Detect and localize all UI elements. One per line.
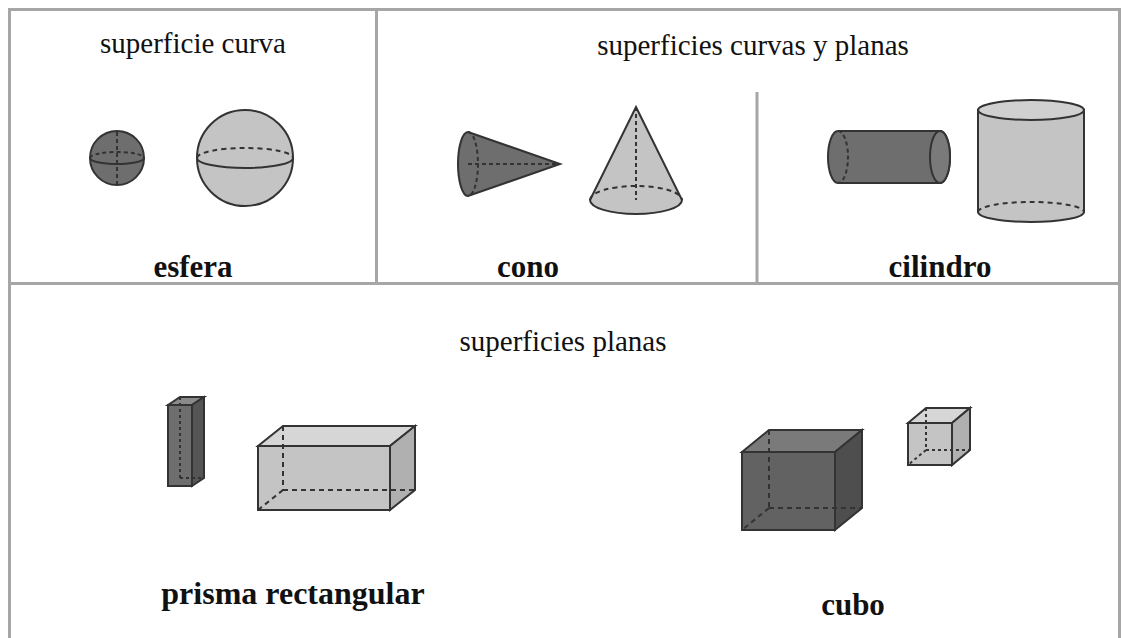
- category-heading: superficie curva: [100, 27, 286, 60]
- solid-name: prisma rectangular: [161, 575, 424, 612]
- sphere-small: [90, 131, 144, 185]
- cylinder-horizontal: [828, 131, 950, 183]
- solid-name: cono: [497, 249, 559, 285]
- cylinder-vertical: [978, 100, 1084, 222]
- cone-upright: [590, 107, 682, 214]
- table-cell: superficies curvas y planas cono cilindro: [375, 8, 1121, 285]
- cube-small: [908, 408, 970, 465]
- category-heading: superficies curvas y planas: [597, 29, 909, 62]
- solid-name: cilindro: [889, 249, 992, 285]
- prism-thin: [168, 397, 204, 486]
- solid-name: cubo: [821, 587, 885, 623]
- cell-divider: [756, 92, 759, 285]
- table-cell: superficies planas prisma rectangular cubo: [8, 282, 1121, 638]
- cone-horizontal: [458, 132, 560, 196]
- cube-large: [742, 430, 862, 530]
- sphere-large: [197, 110, 293, 206]
- prism-wide: [258, 426, 415, 510]
- geometric-solids: [90, 92, 1084, 530]
- table-cell: superficie curva esfera: [8, 8, 378, 285]
- category-heading: superficies planas: [460, 325, 667, 358]
- solid-name: esfera: [153, 249, 232, 285]
